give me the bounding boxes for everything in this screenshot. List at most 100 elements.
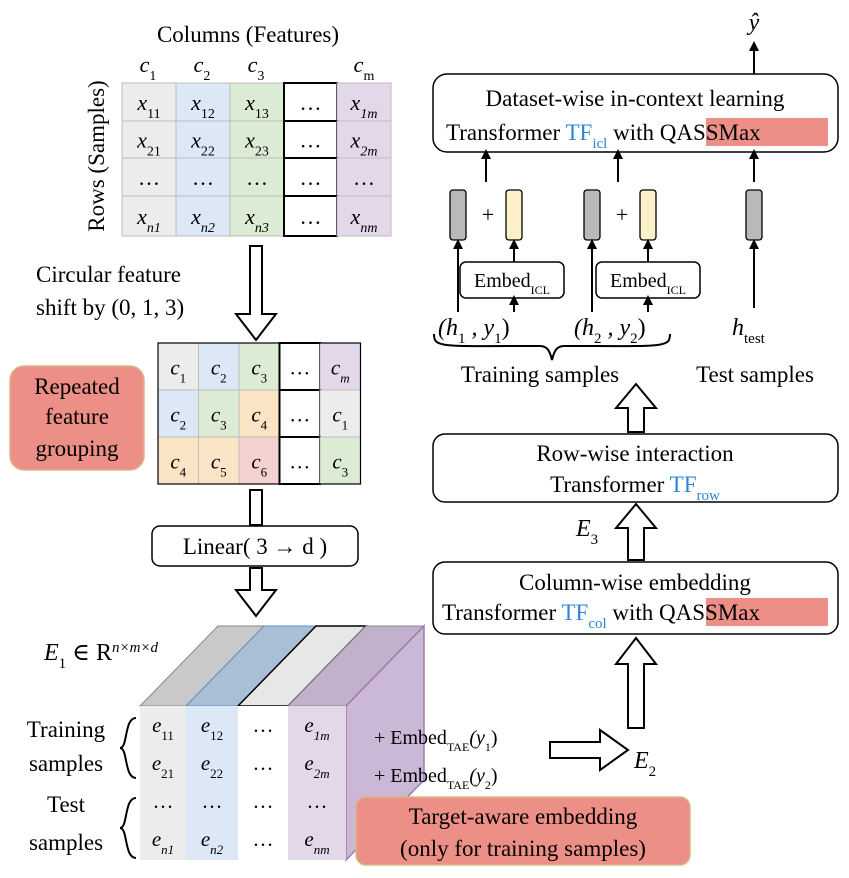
matrix-cell [175, 82, 231, 122]
cell-value: … [300, 128, 322, 153]
linear-label: Linear( 3 → d ) [183, 534, 327, 559]
cell-value: … [300, 204, 322, 229]
pair-1: (h1 , y1) [438, 315, 510, 347]
cell-value: e22 [201, 751, 223, 781]
cell-value: … [138, 165, 160, 190]
y-token-bar [639, 189, 657, 241]
matrix-cell [229, 195, 285, 237]
cell-value: en2 [201, 827, 224, 857]
cell-value: x22 [190, 128, 215, 160]
icl-subtitle: Transformer TFicl with QASSMax [446, 120, 761, 152]
row-title: Row-wise interaction [536, 441, 734, 466]
test-line2: samples [29, 830, 103, 855]
cell-value: e21 [152, 751, 174, 781]
linear-box [151, 525, 359, 567]
matrix-cell [283, 157, 338, 197]
matrix-cell [336, 82, 392, 122]
col-title: Column-wise embedding [519, 570, 751, 595]
row-transformer-box [432, 433, 839, 503]
training-line1: Training [27, 717, 106, 742]
target-aware-badge [355, 796, 691, 866]
cell-value: c1 [332, 403, 348, 433]
cell-value: c6 [251, 450, 267, 480]
h-token-bar [449, 189, 467, 241]
h-test-token-bar [745, 189, 763, 241]
cell-value: … [253, 827, 274, 851]
repeated-line1: Repeated [34, 374, 120, 399]
matrix-cell [229, 157, 285, 197]
hollow-arrow-down [233, 245, 279, 342]
plus-sign: + [616, 202, 628, 227]
cell-value: e2m [304, 751, 329, 781]
brace-left [119, 797, 137, 859]
cell-value: x23 [244, 128, 269, 160]
col-header: c2 [194, 52, 211, 84]
shift-label-line2: shift by (0, 1, 3) [36, 295, 184, 320]
column-headers: c1 c2 c3 cm [140, 52, 375, 84]
cell-value: … [289, 450, 310, 474]
hollow-arrow-down [233, 567, 279, 618]
cell-value: … [253, 713, 274, 737]
brace-left [119, 717, 137, 779]
cell-value: c3 [251, 356, 267, 386]
cell-value: x12 [190, 90, 215, 122]
embed-tae-1: + EmbedTAE(y1) [374, 727, 498, 754]
cell-value: … [253, 751, 274, 775]
cell-value: c2 [170, 403, 186, 433]
cube-front-column [288, 706, 346, 860]
cell-value: xn3 [244, 204, 269, 236]
cell-value: cm [331, 356, 350, 386]
col-subtitle: Transformer TFcol with QASSMax [442, 600, 761, 632]
icl-title: Dataset-wise in-context learning [486, 86, 785, 111]
embed-icl-label: EmbedICL [610, 270, 686, 297]
matrix-cell [175, 195, 231, 237]
cell-value: … [307, 789, 328, 813]
cell-value: … [202, 789, 223, 813]
cell-value: e11 [152, 713, 174, 743]
matrix-cell [229, 82, 285, 122]
repeated-line3: grouping [35, 436, 119, 461]
cell-value: xnm [350, 204, 378, 236]
cell-value: x2m [350, 128, 378, 160]
cell-value: c2 [211, 356, 227, 386]
col-header: c1 [140, 52, 157, 84]
matrix-cell [121, 157, 177, 197]
training-line2: samples [29, 751, 103, 776]
cell-value: … [246, 165, 268, 190]
cell-value: … [300, 165, 322, 190]
cell-value: … [153, 789, 174, 813]
e3-label: E3 [575, 516, 598, 548]
matrix-cell [283, 195, 338, 237]
training-brace-group: Training samples [27, 717, 137, 779]
cell-value: … [353, 165, 375, 190]
matrix-title: Columns (Features) [157, 22, 339, 47]
matrix-cell [336, 120, 392, 159]
target-line2: (only for training samples) [400, 836, 646, 861]
matrix-cell [121, 82, 177, 122]
cell-value: e1m [304, 713, 329, 743]
cell-value: … [253, 789, 274, 813]
grouping-cell [238, 436, 280, 485]
cell-value: xn2 [190, 204, 215, 236]
grouping-border [157, 342, 362, 485]
pair-2: (h2 , y2) [574, 315, 646, 347]
cell-value: x13 [244, 90, 269, 122]
cell-value: c3 [332, 450, 348, 480]
e1-label: E1 ∈ Rn×m×d [43, 640, 159, 672]
cell-value: c3 [211, 403, 227, 433]
cube-front-column [238, 706, 288, 860]
repeated-line2: feature [45, 404, 109, 429]
h-token-bar [583, 189, 601, 241]
grouping-cell [157, 342, 199, 391]
cell-value: x21 [136, 128, 161, 160]
e2-label: E2 [633, 748, 656, 780]
cell-value: … [289, 356, 310, 380]
rows-label: Rows (Samples) [84, 80, 109, 231]
grouping-cell [278, 436, 321, 485]
repeated-grouping-badge [9, 365, 145, 471]
hollow-arrow-up [613, 636, 659, 729]
matrix-cell [175, 157, 231, 197]
